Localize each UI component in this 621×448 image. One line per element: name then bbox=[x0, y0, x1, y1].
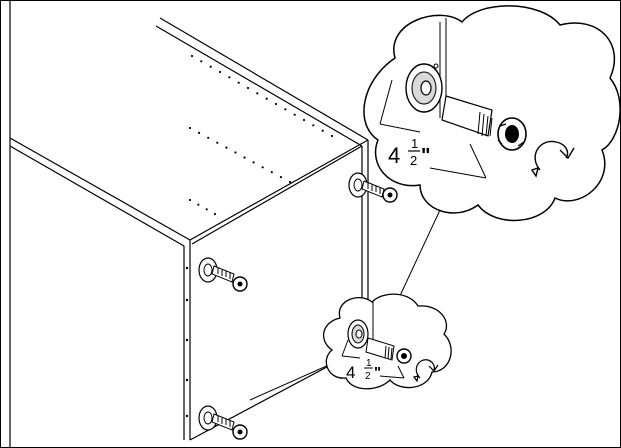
rotate-arrow-icon bbox=[530, 140, 575, 178]
shelf-pin-hole bbox=[216, 141, 219, 144]
leg-front-lower bbox=[198, 405, 248, 440]
leg-threaded-stem bbox=[211, 413, 235, 431]
cabinet-side-rail bbox=[9, 137, 191, 241]
front-edge-hole bbox=[185, 378, 189, 382]
cabinet-top-edge-inner bbox=[155, 25, 363, 147]
callout-small-dimension-numerator: 1 bbox=[366, 358, 372, 369]
shelf-pin-hole bbox=[246, 86, 250, 90]
shelf-pin-hole bbox=[207, 136, 210, 139]
callout-large-dimension-whole: 4 bbox=[388, 143, 400, 168]
shelf-pin-hole bbox=[237, 81, 240, 84]
shelf-pin-hole bbox=[302, 118, 306, 122]
front-edge-hole bbox=[185, 338, 189, 342]
leg-threaded-stem bbox=[361, 180, 385, 198]
shelf-pin-hole bbox=[261, 166, 264, 169]
shelf-pin-hole bbox=[197, 203, 200, 206]
leg-thread-marks bbox=[367, 183, 381, 194]
shelf-pin-holes bbox=[185, 54, 334, 418]
leg-mount-hub bbox=[203, 263, 213, 277]
callout-large-dimension-unit: " bbox=[421, 145, 430, 167]
shelf-pin-hole bbox=[228, 76, 231, 79]
front-edge-hole bbox=[185, 298, 189, 302]
leg-mount-hub bbox=[203, 411, 213, 425]
leg-foot-center bbox=[237, 429, 243, 435]
shelf-pin-hole bbox=[321, 129, 324, 132]
callout-small-dimension-unit: " bbox=[374, 364, 381, 381]
callout-small-dimension-whole: 4 bbox=[346, 363, 355, 382]
front-edge-hole bbox=[185, 266, 189, 270]
shelf-pin-hole bbox=[293, 113, 296, 116]
cabinet-side-rail-inner bbox=[9, 145, 185, 247]
leveling-leg-icon bbox=[347, 319, 412, 364]
cabinet-back-top bbox=[189, 139, 369, 241]
shelf-pin-hole bbox=[274, 102, 278, 106]
leg-front-upper bbox=[198, 257, 248, 292]
callout-small-dimension-denominator: 2 bbox=[365, 371, 371, 382]
leg-foot-center bbox=[237, 281, 243, 287]
shelf-pin-hole bbox=[213, 212, 217, 216]
leg-foot-center bbox=[387, 192, 393, 198]
shelf-pin-hole bbox=[198, 131, 201, 134]
cabinet-back-top-inner bbox=[191, 145, 363, 245]
leg-mount-hub bbox=[353, 178, 363, 192]
leader-lines bbox=[249, 209, 441, 401]
shelf-pin-hole bbox=[188, 198, 192, 202]
callout-large-dimension-lines bbox=[379, 79, 487, 179]
cabinet bbox=[9, 0, 369, 448]
shelf-pin-hole bbox=[209, 65, 212, 68]
shelf-pin-hole bbox=[284, 108, 287, 111]
leveling-leg-icon bbox=[405, 63, 527, 151]
front-edge-hole bbox=[185, 414, 189, 418]
shelf-pin-hole bbox=[205, 208, 208, 211]
shelf-pin-hole bbox=[234, 151, 237, 154]
shelf-pin-hole bbox=[270, 171, 273, 174]
leader-large-callout bbox=[397, 209, 441, 301]
callout-large: 4 1 2 " bbox=[363, 5, 621, 222]
shelf-pin-hole bbox=[256, 92, 259, 95]
shelf-pin-hole bbox=[279, 176, 282, 179]
shelf-pin-hole bbox=[190, 54, 194, 58]
rotate-arrow-icon bbox=[412, 359, 439, 383]
leg-back-right bbox=[348, 172, 398, 203]
leg-threaded-stem bbox=[211, 265, 235, 283]
callout-small: 4 1 2 " bbox=[322, 293, 452, 390]
cabinet-bottom-edge bbox=[189, 359, 341, 441]
leg-thread-marks bbox=[217, 268, 231, 279]
leader-small-callout bbox=[249, 359, 341, 401]
cabinet-top-edge bbox=[159, 17, 369, 141]
leg-thread-marks bbox=[217, 416, 231, 427]
shelf-pin-hole bbox=[288, 180, 292, 184]
callout-large-cloud bbox=[363, 5, 621, 222]
shelf-pin-hole bbox=[200, 60, 203, 63]
shelf-pin-hole bbox=[188, 126, 192, 130]
callout-small-cloud bbox=[322, 293, 452, 390]
shelf-pin-hole bbox=[243, 156, 246, 159]
shelf-pin-hole bbox=[312, 124, 315, 127]
callout-small-dimension-lines bbox=[341, 339, 405, 379]
callout-large-dimension-denominator: 2 bbox=[410, 153, 417, 168]
shelf-pin-hole bbox=[252, 161, 255, 164]
shelf-pin-hole bbox=[225, 146, 228, 149]
shelf-pin-hole bbox=[330, 134, 334, 138]
shelf-pin-hole bbox=[265, 97, 268, 100]
callout-large-dimension-numerator: 1 bbox=[411, 136, 418, 151]
shelf-pin-hole bbox=[218, 70, 222, 74]
